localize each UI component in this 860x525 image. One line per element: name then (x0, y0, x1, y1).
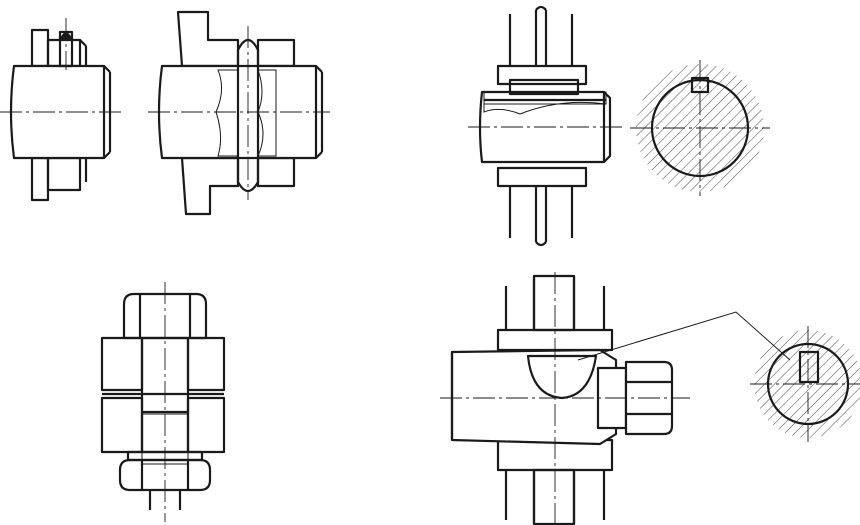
nut (118, 458, 212, 510)
leader-line (577, 311, 791, 361)
hub-shaft-stubs (508, 5, 574, 247)
figure-bolt-and-nut-joint (100, 282, 226, 522)
figure-taper-shaft-woodruff-key (440, 272, 860, 525)
parallel-key (508, 78, 580, 96)
long-pin (236, 38, 260, 193)
clamped-plates (100, 336, 226, 454)
hub-section-3 (496, 64, 588, 188)
figure-pin-through-hub-small (0, 18, 124, 202)
taper-shaft (450, 348, 618, 446)
figure-parallel-key-in-hub (468, 5, 770, 247)
pin (58, 18, 74, 70)
woodruff-key (526, 354, 598, 400)
section-view-woodruff (750, 326, 860, 442)
figure-pin-through-flange-hub (148, 10, 330, 216)
section-view-key (630, 60, 770, 196)
